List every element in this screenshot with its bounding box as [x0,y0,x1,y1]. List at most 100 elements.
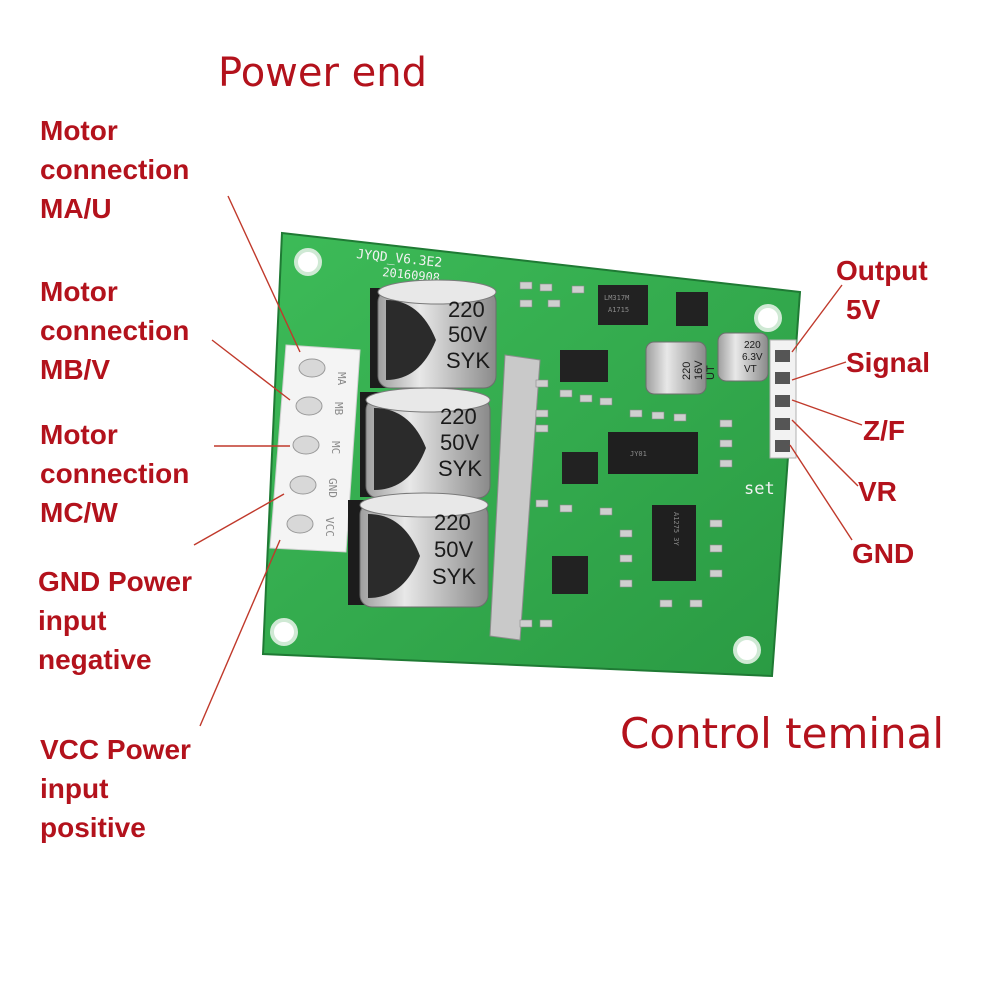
label-line: 5V [846,294,881,325]
label-line: input [38,605,107,636]
capacitor-text: 50V [434,537,473,562]
control-header [769,339,797,459]
leader-line-gnd-right [789,444,853,541]
heatsink-strip [489,354,541,641]
capacitor-text: 220 [448,297,485,322]
leader-line-vr [791,419,859,487]
leader-line-signal [791,361,847,381]
capacitor-stripe [374,408,426,490]
label-line: Signal [846,347,931,378]
pin-label-ma: MA [335,372,348,386]
capacitor-text: 220 [744,340,761,351]
capacitor-top [365,387,491,413]
label-line: VCC Power [40,734,191,765]
small-capacitor: 220 6.3V VT [717,332,769,382]
capacitor-text: SYK [438,456,482,481]
chip-text: A1715 [608,306,629,314]
pin-pad [292,435,320,455]
big-capacitor: 220 50V SYK [359,492,489,608]
capacitor-stripe [368,514,420,598]
capacitor-text: 50V [440,430,479,455]
pin-label-mc: MC [329,441,342,454]
regulator-chip [598,285,648,325]
leader-lines [193,195,863,727]
leader-line-output [791,284,843,353]
header-pin [775,372,790,384]
label-vcc-power: VCC Power input positive [40,730,191,847]
capacitor-text: VT [744,364,757,375]
capacitor-top [359,492,489,518]
label-vr: VR [858,472,897,511]
controller-chip [608,432,698,474]
pin-label-vcc: VCC [323,517,336,537]
pin-label-gnd: GND [326,478,339,498]
capacitor-text: UT [705,365,717,380]
small-chip [562,452,598,484]
pin-pad [298,358,326,378]
label-line: VR [858,476,897,507]
label-signal: Signal [846,343,930,382]
capacitor-body [645,341,707,395]
label-line: Motor [40,115,118,146]
leader-line-mb [211,339,291,401]
big-capacitor: 220 50V SYK [377,279,497,389]
pin-pad [286,514,314,534]
label-line: GND Power [38,566,193,597]
capacitor-text: SYK [446,348,490,373]
pin-pad [295,396,323,416]
power-end-title: Power end [218,50,428,96]
label-line: negative [38,644,152,675]
label-line: Motor [40,276,118,307]
capacitor-text: 220 [440,404,477,429]
capacitor-top [377,279,497,305]
mounting-hole [294,248,322,276]
mounting-hole [270,618,298,646]
small-capacitor: 220 16V UT [645,341,717,395]
label-z-f: Z/F [863,411,905,450]
driver-chip [652,505,696,581]
leader-line-gnd [193,493,285,546]
capacitor-text: 6.3V [742,352,763,363]
set-label: set [744,479,775,499]
chip-text: A1275 3Y [672,512,680,547]
label-line: Motor [40,419,118,450]
label-output-5v: Output 5V [836,251,928,329]
label-line: input [40,773,109,804]
header-pin [775,350,790,362]
label-line: MC/W [40,497,118,528]
label-gnd-power: GND Power input negative [38,562,192,679]
capacitor-stripe [386,300,436,380]
small-chip [560,350,608,382]
header-pin [775,418,790,430]
control-terminal-title: Control teminal [620,709,945,758]
label-gnd: GND [852,534,914,573]
small-chip [552,556,588,594]
pin-pad [289,475,317,495]
header-pin [775,395,790,407]
capacitor-text: 50V [448,322,487,347]
label-line: GND [852,538,915,569]
big-capacitor: 220 50V SYK [365,387,491,499]
label-line: connection [40,315,190,346]
header-pin [775,440,790,452]
leader-line-ma [227,195,301,353]
chip-text: JY01 [630,450,647,458]
pin-label-mb: MB [332,402,345,416]
label-line: MB/V [40,354,110,385]
smd-components [519,281,733,628]
mounting-hole [733,636,761,664]
capacitor-text: 220 [434,510,471,535]
label-line: connection [40,458,190,489]
label-motor-mb-v: Motor connection MB/V [40,272,189,389]
capacitor-text: 16V [693,360,705,380]
mounting-hole [754,304,782,332]
label-line: positive [40,812,146,843]
regulator-chip [676,292,708,326]
leader-line-zf [791,399,863,426]
power-pins [286,358,326,534]
label-line: Z/F [863,415,905,446]
capacitor-text: 220 [681,362,693,380]
label-motor-mc-w: Motor connection MC/W [40,415,189,532]
capacitor-text: SYK [432,564,476,589]
